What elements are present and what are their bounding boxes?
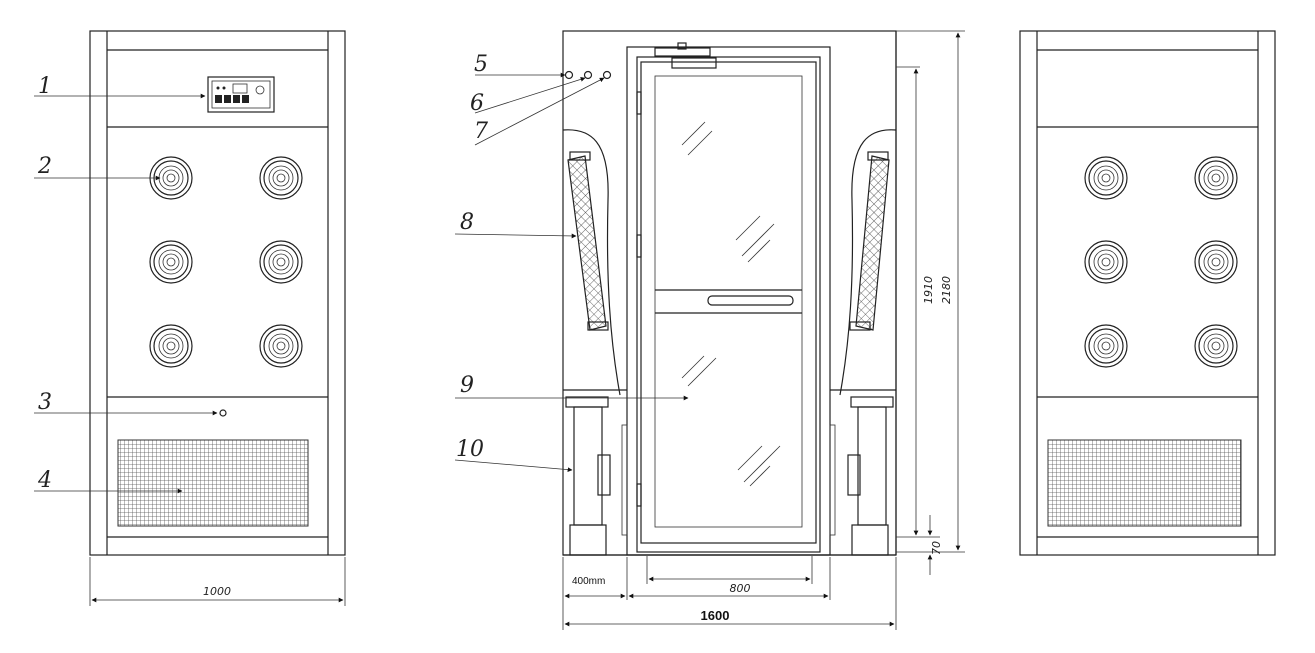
callout-2: 2 — [37, 154, 52, 179]
callout-9: 9 — [460, 373, 474, 398]
nozzle — [259, 156, 303, 200]
return-air-grille-right — [1047, 439, 1242, 527]
nozzle — [259, 240, 303, 284]
callout-8: 8 — [460, 210, 474, 235]
dim-2180: 2180 — [940, 276, 953, 304]
nozzle-group-left — [149, 156, 303, 368]
dim-70: 70 — [930, 541, 943, 555]
hepa-filter-left — [567, 151, 609, 331]
nozzle — [259, 324, 303, 368]
right-side-view — [1019, 30, 1276, 556]
callout-5: 5 — [474, 52, 488, 77]
dimension-left-width: 1000 — [89, 557, 346, 606]
left-side-view — [89, 30, 346, 556]
nozzle — [1084, 156, 1128, 200]
callout-1: 1 — [38, 74, 52, 99]
callouts-left: 1 2 3 4 — [34, 74, 218, 494]
callout-10: 10 — [456, 437, 484, 462]
emergency-button — [219, 409, 227, 417]
fan-column-left — [565, 396, 628, 556]
callout-7: 7 — [474, 119, 488, 144]
hepa-filter-right — [849, 151, 890, 331]
nozzle — [1194, 240, 1238, 284]
nozzle — [149, 240, 193, 284]
nozzle-group-right — [1084, 156, 1238, 368]
return-air-grille-left — [117, 439, 309, 527]
fan-column-right — [829, 396, 894, 556]
dim-1600: 1600 — [701, 608, 730, 623]
dim-1910: 1910 — [922, 276, 935, 304]
nozzle — [149, 324, 193, 368]
nozzle — [1194, 156, 1238, 200]
callout-3: 3 — [38, 390, 52, 415]
control-panel — [207, 76, 275, 113]
dim-800: 800 — [730, 582, 751, 595]
nozzle — [1084, 324, 1128, 368]
dimensions-center: 400mm 800 1600 1910 2180 70 — [562, 30, 965, 630]
callout-6: 6 — [470, 91, 484, 116]
front-view — [562, 30, 897, 556]
callouts-center: 5 6 7 8 9 10 — [454, 52, 689, 473]
callout-4: 4 — [37, 468, 52, 493]
dim-1000: 1000 — [203, 585, 231, 598]
nozzle — [1084, 240, 1128, 284]
dim-400mm: 400mm — [572, 576, 605, 587]
nozzle — [1194, 324, 1238, 368]
